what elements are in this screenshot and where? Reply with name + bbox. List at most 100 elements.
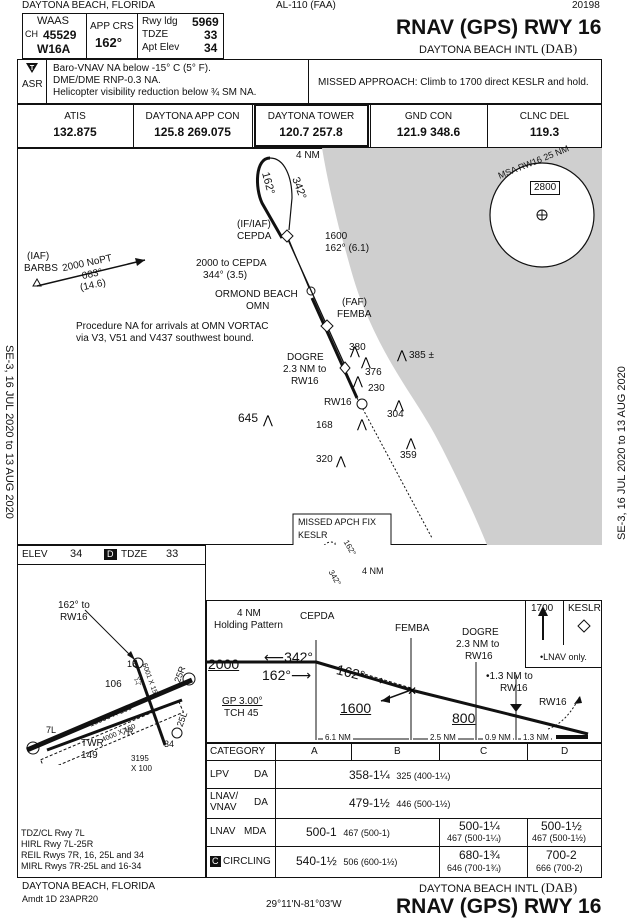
dogre-dist-1: 2.3 NM to: [283, 364, 327, 375]
svg-text:⋀: ⋀: [262, 413, 273, 427]
left-margin-dates: SE-3, 16 JUL 2020 to 13 AUG 2020: [3, 345, 15, 519]
climb-altitude: 1700: [531, 603, 554, 614]
waas-label: WAAS: [37, 15, 69, 27]
elev-label: ELEV: [22, 549, 48, 560]
dme-icon: D: [104, 549, 117, 560]
circling-c-icon: C: [210, 856, 221, 867]
obstacle-304: 304: [387, 409, 404, 420]
rwy-dims-cross2: X 100: [131, 764, 152, 773]
profile-hold-dist: 4 NM: [237, 608, 261, 619]
dist-6-1: 6.1 NM: [323, 733, 353, 742]
missed-approach-text: MISSED APPROACH: Climb to 1700 direct KE…: [318, 77, 589, 88]
svg-text:⋀: ⋀: [349, 344, 360, 358]
profile-alt-1600: 1600: [340, 700, 372, 716]
lighting-2: HIRL Rwy 7L-25R: [21, 839, 94, 849]
circling-c-value: 680-1¾: [459, 848, 500, 862]
seg1-alt: 1600: [325, 231, 348, 242]
if-iaf-label: (IF/IAF): [237, 219, 271, 230]
kesrl-label: KESLR: [298, 530, 328, 540]
twr-label: TWR: [81, 738, 104, 749]
procedure-title: RNAV (GPS) RWY 16: [396, 16, 602, 39]
hold-dist: 4 NM: [296, 150, 320, 161]
ch-prefix: CH: [25, 29, 38, 39]
profile-dogre-dist-2: RW16: [465, 651, 493, 662]
category-label: CATEGORY: [210, 746, 266, 757]
lpv-value: 358-1¼ 325 (400-1¼): [349, 768, 451, 782]
map-dist: 4 NM: [362, 566, 384, 576]
runway-7l-25r: [26, 677, 193, 753]
minimums-table: [206, 743, 602, 878]
seg1-course: 162° (6.1): [325, 243, 370, 254]
svg-text:⋀: ⋀: [356, 417, 367, 431]
profile-dogre: DOGRE: [462, 627, 499, 638]
obstacle-376: 376: [365, 367, 382, 378]
profile-hold-label: Holding Pattern: [214, 620, 283, 631]
profile-rw16-dist-1: •1.3 NM to: [486, 671, 533, 682]
lnav-vnav-value: 479-1½ 446 (500-1½): [349, 796, 451, 810]
cepda-fix: [280, 229, 294, 243]
tdze-label: TDZE: [142, 29, 169, 40]
note-dme: DME/DME RNP-0.3 NA.: [53, 75, 161, 86]
tdze: 33: [204, 28, 218, 42]
obstacle-645: 645: [238, 411, 259, 425]
footer-title: RNAV (GPS) RWY 16: [396, 895, 602, 918]
lnav-only-note: •LNAV only.: [540, 652, 587, 662]
missed-fix-title: MISSED APCH FIX: [298, 517, 377, 527]
omn-id: OMN: [246, 301, 270, 312]
dist-0-9: 0.9 NM: [483, 733, 513, 742]
svg-text:⋀: ⋀: [405, 436, 416, 450]
dogre-fix: [339, 361, 351, 375]
profile-descent-2: [410, 688, 517, 718]
note-baro: Baro-VNAV NA below -15° C (5° F).: [53, 63, 211, 74]
lnav-vnav-label-1: LNAV/: [210, 791, 239, 802]
profile-crs-162a: 162°⟶: [262, 667, 312, 683]
asr-label: ASR: [22, 79, 43, 90]
svg-text:T: T: [30, 65, 35, 72]
circling-label: CIRCLING: [223, 856, 271, 867]
barbs-feeder: [36, 259, 146, 287]
rw16-label: RW16: [324, 397, 352, 408]
circling-d-value: 700-2: [546, 848, 577, 862]
obstacle-359: 359: [400, 450, 417, 461]
warning-triangle-icon: T: [26, 63, 38, 73]
lnav-d-value: 500-1½: [541, 819, 582, 833]
sketch-rw16: RW16: [60, 612, 88, 623]
approach-course-line: [84, 609, 136, 661]
omn-alt: 2000 to CEPDA: [196, 258, 267, 269]
barbs-label: BARBS: [24, 263, 58, 274]
rwy-label-7l: 7L: [46, 725, 57, 735]
airport-name: DAYTONA BEACH INTL (DAB): [419, 41, 578, 56]
obstacle-380: 380: [349, 342, 366, 353]
lighting-4: MIRL Rwys 7R-25L and 16-34: [21, 861, 142, 871]
lnav-vnav-label-2: VNAV: [210, 802, 237, 813]
lpv-type: DA: [254, 769, 268, 780]
profile-tch: TCH 45: [224, 708, 259, 719]
lnav-type: MDA: [244, 826, 267, 837]
cat-c: C: [480, 746, 488, 757]
rwy-ldg: 5969: [192, 15, 219, 29]
svg-text:✕: ✕: [407, 684, 417, 698]
footer-location: DAYTONA BEACH, FLORIDA: [22, 881, 155, 892]
header-data-box: [22, 13, 224, 59]
obstacle-320: 320: [316, 454, 333, 465]
profile-descent-1: [315, 660, 412, 692]
twr-elev: 149: [81, 750, 98, 761]
profile-rw16: RW16: [539, 697, 567, 708]
omn-name: ORMOND BEACH: [215, 289, 298, 300]
footer-amdt: Amdt 1D 23APR20: [22, 894, 99, 904]
procedure-na-1: Procedure NA for arrivals at OMN VORTAC: [76, 321, 269, 332]
lnav-c-sub: 467 (500-1¼): [447, 833, 502, 843]
msa-altitude: 2800: [530, 181, 561, 195]
lnav-vnav-type: DA: [254, 797, 268, 808]
dogre-label: DOGRE: [287, 352, 324, 363]
cycle-number: 20198: [572, 0, 600, 11]
cat-b: B: [394, 746, 401, 757]
obstacle-230: 230: [368, 383, 385, 394]
airport-diagram: ☆: [26, 609, 196, 765]
circling-c-sub: 646 (700-1¾): [447, 863, 502, 873]
profile-cepda: CEPDA: [300, 611, 335, 622]
kesrl-fix-icon: [577, 619, 591, 633]
profile-graphics: ✕: [206, 606, 591, 740]
